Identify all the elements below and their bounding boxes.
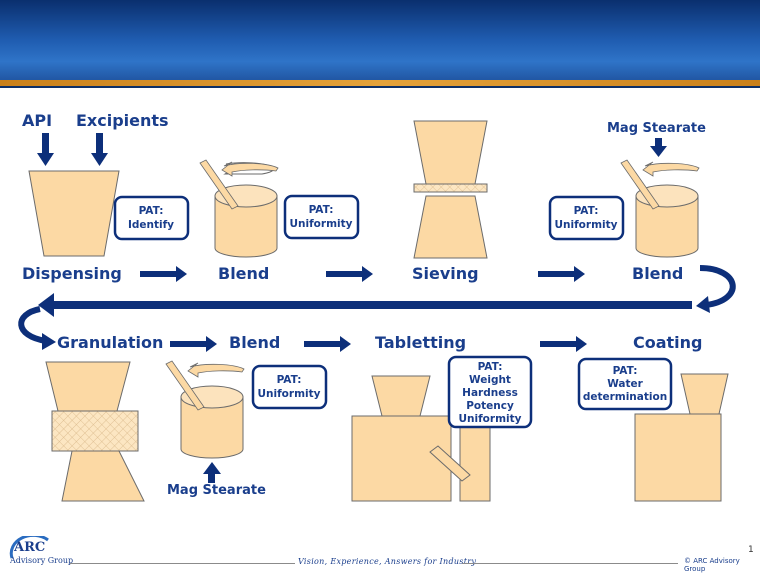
return-curved-arrow-right: [696, 265, 736, 313]
coater: [634, 373, 729, 502]
pat-identify-line1: PAT:: [139, 205, 164, 217]
blender-3: [165, 360, 245, 459]
blend-2-label: Blend: [632, 264, 683, 283]
pat-tabletting-line1: PAT:: [478, 361, 503, 373]
excipients-label: Excipients: [76, 111, 169, 130]
dispensing-label: Dispensing: [22, 264, 122, 283]
footer-rule-right: [462, 563, 678, 564]
pat-coating-line2: Water: [607, 378, 643, 390]
pat-box-uniformity-1: PAT: Uniformity: [283, 194, 360, 240]
sieving-label: Sieving: [412, 264, 479, 283]
pat-box-uniformity-3: PAT: Uniformity: [251, 364, 328, 410]
dispensing-hopper: [28, 170, 120, 257]
mag-stearate-bottom-label: Mag Stearate: [167, 483, 266, 498]
sieve: [413, 120, 488, 259]
pat-tabletting-line3: Hardness: [462, 387, 518, 399]
pat-identify-line2: Identify: [128, 219, 174, 231]
pat-tabletting-line4: Potency: [466, 400, 514, 412]
blend-1-label: Blend: [218, 264, 269, 283]
pat-box-tabletting: PAT: Weight Hardness Potency Uniformity: [447, 355, 533, 429]
arrow-blend-to-tabletting: [304, 336, 351, 352]
arc-logo-text: ARC: [14, 540, 46, 555]
pat-uniformity-1-line1: PAT:: [309, 204, 334, 216]
arrow-blend-to-sieving: [326, 266, 373, 282]
pat-tabletting-line5: Uniformity: [459, 413, 522, 425]
blender-1: [199, 159, 279, 258]
pat-uniformity-3-line1: PAT:: [277, 374, 302, 386]
header-divider: [0, 86, 760, 88]
mag-stearate-top-label: Mag Stearate: [607, 121, 706, 136]
mag-stearate-down-arrow: [650, 138, 667, 157]
pat-uniformity-2-line2: Uniformity: [555, 219, 618, 231]
pat-tabletting-line2: Weight: [469, 374, 511, 386]
pat-uniformity-2-line1: PAT:: [574, 205, 599, 217]
arrow-dispensing-to-blend: [140, 266, 187, 282]
blender-2: [620, 159, 700, 258]
api-down-arrow: [37, 133, 54, 166]
coating-label: Coating: [633, 333, 703, 352]
pat-uniformity-3-line2: Uniformity: [258, 388, 321, 400]
api-label: API: [22, 111, 52, 130]
pat-coating-line3: determination: [583, 391, 667, 403]
arrow-tabletting-to-coating: [540, 336, 587, 352]
pat-coating-line1: PAT:: [613, 365, 638, 377]
pat-box-coating: PAT: Water determination: [577, 357, 673, 411]
granulator: [45, 361, 145, 502]
pat-box-uniformity-2: PAT: Uniformity: [548, 195, 625, 241]
arrow-granulation-to-blend: [170, 336, 217, 352]
footer-tagline: Vision, Experience, Answers for Industry: [298, 557, 477, 566]
footer-copyright: © ARC Advisory Group: [684, 557, 740, 573]
tablet-press: [351, 375, 491, 502]
footer-rule-left: [70, 563, 295, 564]
page-number: 1: [748, 545, 754, 555]
granulation-label: Granulation: [57, 333, 163, 352]
arc-logo-icon: [9, 536, 49, 559]
return-curved-arrow-left: [18, 306, 56, 350]
tabletting-label: Tabletting: [375, 333, 466, 352]
pat-box-identify: PAT: Identify: [113, 195, 190, 241]
arc-logo-subtext: Advisory Group: [10, 556, 74, 565]
blend-3-label: Blend: [229, 333, 280, 352]
arrow-sieving-to-blend: [538, 266, 585, 282]
header-banner: [0, 0, 760, 88]
mag-stearate-up-arrow: [203, 462, 221, 483]
pat-uniformity-1-line2: Uniformity: [290, 218, 353, 230]
header-accent-stripe: [0, 80, 760, 86]
return-long-arrow: [38, 293, 692, 317]
excipients-down-arrow: [91, 133, 108, 166]
process-flow-diagram: API Excipients PAT: Identify Dispensing …: [18, 111, 736, 502]
